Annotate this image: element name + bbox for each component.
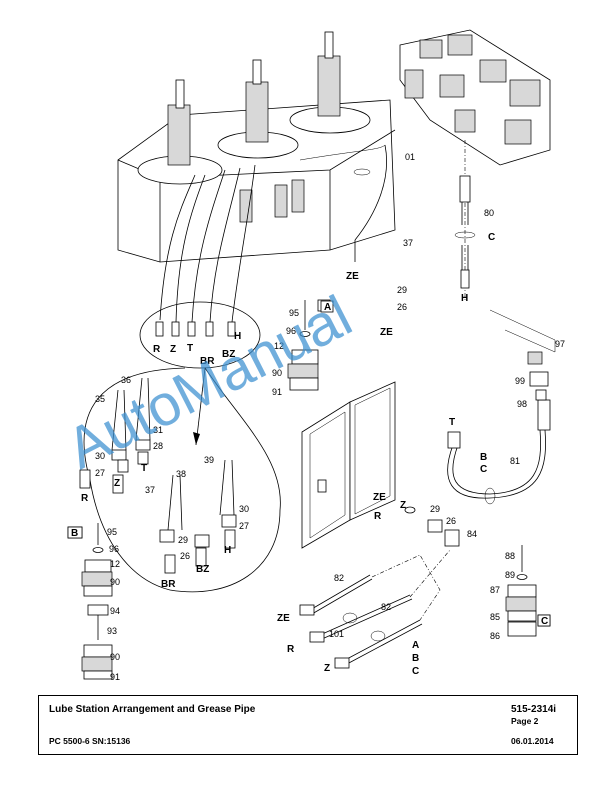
label-c5: C: [412, 666, 419, 677]
label-90b: 90: [110, 577, 120, 587]
label-38: 38: [176, 469, 186, 479]
label-36: 36: [121, 375, 131, 385]
label-30b: 30: [239, 504, 249, 514]
label-95a: 95: [289, 308, 299, 318]
label-t: T: [187, 343, 193, 354]
label-84: 84: [467, 529, 477, 539]
label-a5: A: [412, 640, 419, 651]
label-82b: 82: [381, 602, 391, 612]
cabinet-doors: [301, 381, 396, 549]
label-99: 99: [515, 376, 525, 386]
label-h: H: [234, 331, 241, 342]
label-29-ze: 29: [397, 285, 407, 295]
label-90a: 90: [272, 368, 282, 378]
label-91a: 91: [272, 387, 282, 397]
label-27b: 27: [239, 521, 249, 531]
label-r: R: [153, 344, 161, 355]
label-95b: 95: [107, 527, 117, 537]
label-br: BR: [200, 356, 215, 367]
label-c-top: C: [488, 232, 495, 243]
hoses-82-101: [299, 506, 460, 669]
lube-station-tank: [117, 31, 396, 323]
label-96b: 96: [109, 544, 119, 554]
label-h2: H: [224, 545, 231, 556]
label-89: 89: [505, 570, 515, 580]
callout-labels: 01 80 C H 37 29 26 ZE ZE R Z T BR BZ H A…: [67, 152, 565, 682]
document-number: 515-2314i: [511, 704, 557, 715]
label-bz: BZ: [222, 349, 235, 360]
label-z2: Z: [114, 478, 120, 489]
label-31: 31: [153, 425, 163, 435]
box-a: [320, 300, 334, 313]
label-r2: R: [81, 493, 89, 504]
label-c2: C: [480, 464, 487, 475]
label-93: 93: [107, 626, 117, 636]
label-box-c: C: [541, 616, 548, 627]
label-96a: 96: [286, 326, 296, 336]
label-82a: 82: [334, 573, 344, 583]
label-r4: R: [287, 644, 295, 655]
label-91b: 91: [110, 672, 120, 682]
label-26-ze: 26: [397, 302, 407, 312]
label-z: Z: [170, 344, 176, 355]
label-80: 80: [484, 208, 494, 218]
valve-block: [399, 29, 551, 300]
document-date: 06.01.2014: [511, 736, 554, 746]
label-86: 86: [490, 631, 500, 641]
label-b5: B: [412, 653, 419, 664]
label-r3: R: [374, 511, 382, 522]
hose-81: [447, 309, 556, 505]
label-h-top: H: [461, 293, 468, 304]
label-12a: 12: [274, 341, 284, 351]
label-t3: T: [141, 463, 147, 474]
label-ze-b: ZE: [380, 327, 393, 338]
label-30a: 30: [95, 451, 105, 461]
box-b: [67, 526, 83, 539]
drawing-title: Lube Station Arrangement and Grease Pipe: [49, 704, 256, 715]
detail-outline: [83, 301, 281, 593]
label-98: 98: [517, 399, 527, 409]
page-number: Page 2: [511, 716, 539, 726]
label-27a: 27: [95, 468, 105, 478]
label-37-ze: 37: [403, 238, 413, 248]
label-81: 81: [510, 456, 520, 466]
label-box-a: A: [324, 302, 331, 313]
label-box-b: B: [71, 528, 78, 539]
label-b2: B: [480, 452, 487, 463]
label-29c: 29: [430, 504, 440, 514]
label-88: 88: [505, 551, 515, 561]
label-ze4: ZE: [277, 613, 290, 624]
label-35: 35: [95, 394, 105, 404]
label-37b: 37: [145, 485, 155, 495]
label-87: 87: [490, 585, 500, 595]
label-z4: Z: [324, 663, 330, 674]
label-t2: T: [449, 417, 455, 428]
label-br2: BR: [161, 579, 176, 590]
label-39: 39: [204, 455, 214, 465]
model-serial: PC 5500-6 SN:15136: [49, 736, 131, 746]
clamp-assembly-b: [67, 523, 113, 680]
label-bz2: BZ: [196, 564, 209, 575]
label-z3: Z: [400, 500, 406, 511]
label-90c: 90: [110, 652, 120, 662]
label-ze3: ZE: [373, 492, 386, 503]
label-01: 01: [405, 152, 415, 162]
label-26c: 26: [446, 516, 456, 526]
label-85: 85: [490, 612, 500, 622]
title-block: Lube Station Arrangement and Grease Pipe…: [38, 695, 578, 755]
label-28: 28: [153, 441, 163, 451]
box-c: [537, 614, 551, 627]
label-26b: 26: [180, 551, 190, 561]
label-ze-a: ZE: [346, 271, 359, 282]
label-97: 97: [555, 339, 565, 349]
label-94: 94: [110, 606, 120, 616]
label-29b: 29: [178, 535, 188, 545]
label-12b: 12: [110, 559, 120, 569]
detail-fittings: [79, 377, 237, 574]
label-101: 101: [329, 629, 344, 639]
